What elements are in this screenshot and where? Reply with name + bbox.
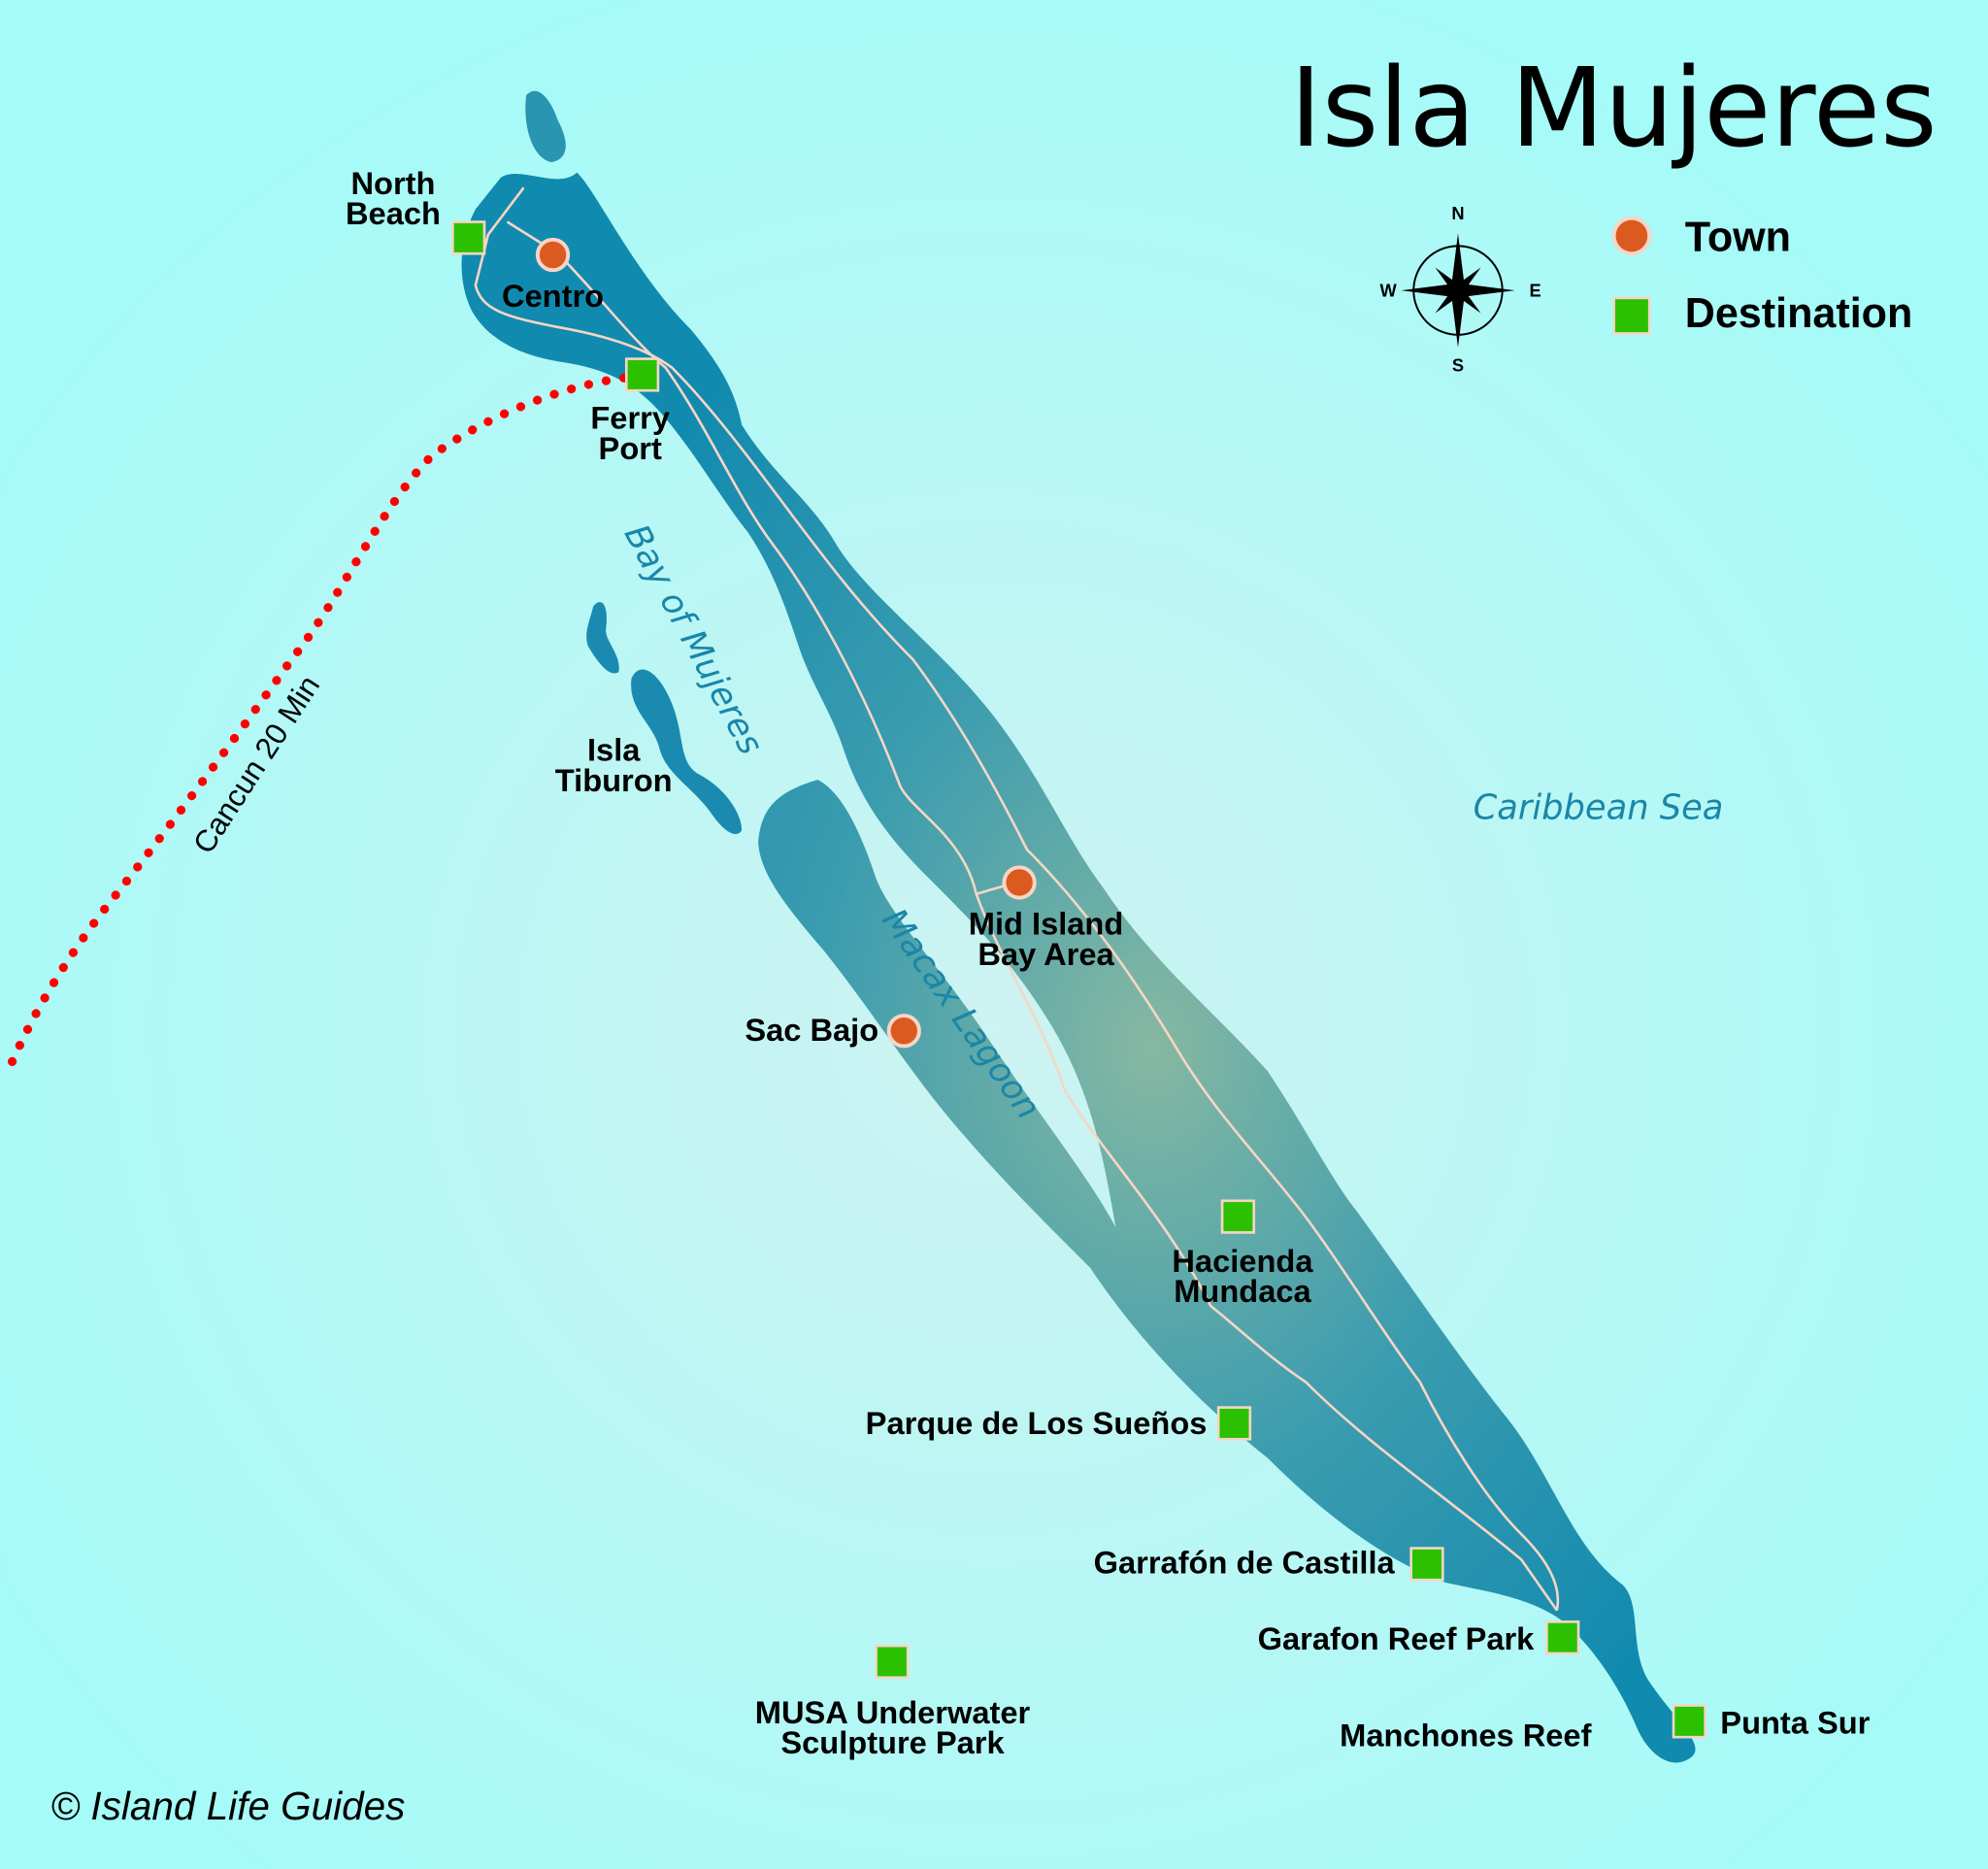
svg-text:N: N <box>1451 203 1464 223</box>
legend-town-icon <box>1611 216 1652 256</box>
svg-text:Mid Island: Mid Island <box>969 906 1124 942</box>
dest-garafon-reef-park[interactable]: Garafon Reef Park <box>1258 1620 1580 1656</box>
dest-musa[interactable]: MUSA Underwater Sculpture Park <box>755 1644 1031 1760</box>
dest-punta-sur[interactable]: Punta Sur <box>1672 1704 1871 1740</box>
main-island <box>461 172 1696 1763</box>
svg-text:Punta Sur: Punta Sur <box>1720 1704 1870 1740</box>
isla-tiburon-label-2: Tiburon <box>555 762 673 798</box>
svg-text:W: W <box>1380 281 1398 301</box>
legend: Town Destination <box>1611 215 1913 337</box>
svg-text:Port: Port <box>599 430 662 466</box>
svg-text:Garafon Reef Park: Garafon Reef Park <box>1258 1620 1536 1656</box>
svg-text:Centro: Centro <box>502 278 604 314</box>
town-sac-bajo[interactable]: Sac Bajo <box>745 1012 921 1049</box>
svg-text:North: North <box>350 165 435 201</box>
svg-text:Bay Area: Bay Area <box>977 936 1114 972</box>
dest-garrafon-de-castilla[interactable]: Garrafón de Castilla <box>1094 1545 1444 1582</box>
svg-text:Mundaca: Mundaca <box>1174 1273 1311 1309</box>
town-mid-island[interactable]: Mid Island Bay Area <box>969 865 1124 972</box>
dest-hacienda-mundaca[interactable]: Hacienda Mundaca <box>1172 1199 1313 1309</box>
dest-ferry-port[interactable]: Ferry Port <box>590 357 670 466</box>
dest-parque-de-los-suenos[interactable]: Parque de Los Sueños <box>866 1405 1252 1441</box>
isla-tiburon-island <box>631 669 743 834</box>
ferry-route <box>0 373 629 1083</box>
svg-text:Sac Bajo: Sac Bajo <box>745 1012 878 1048</box>
map-title: Isla Mujeres <box>1290 46 1938 172</box>
manchones-reef-label: Manchones Reef <box>1340 1717 1591 1752</box>
compass-rose-icon: N S W E <box>1380 203 1541 376</box>
svg-text:MUSA Underwater: MUSA Underwater <box>755 1694 1031 1730</box>
legend-town-label: Town <box>1685 215 1791 261</box>
town-centro[interactable]: Centro <box>502 237 604 314</box>
isla-tiburon-label: Isla <box>587 732 641 768</box>
islet-small <box>586 602 619 674</box>
legend-destination-icon <box>1612 296 1651 335</box>
svg-text:Sculpture Park: Sculpture Park <box>780 1724 1005 1760</box>
svg-text:Parque de Los Sueños: Parque de Los Sueños <box>866 1405 1208 1441</box>
legend-destination-label: Destination <box>1685 290 1913 337</box>
svg-text:Hacienda: Hacienda <box>1172 1243 1313 1279</box>
svg-text:E: E <box>1530 281 1541 301</box>
svg-text:Beach: Beach <box>346 195 441 231</box>
dest-north-beach[interactable]: North Beach <box>346 165 486 255</box>
sea-label: Caribbean Sea <box>1474 788 1724 828</box>
copyright: © Island Life Guides <box>50 1784 405 1828</box>
svg-text:Ferry: Ferry <box>590 399 670 435</box>
svg-text:S: S <box>1452 355 1464 376</box>
svg-text:Garrafón de Castilla: Garrafón de Castilla <box>1094 1545 1396 1581</box>
islet-north <box>525 90 566 163</box>
